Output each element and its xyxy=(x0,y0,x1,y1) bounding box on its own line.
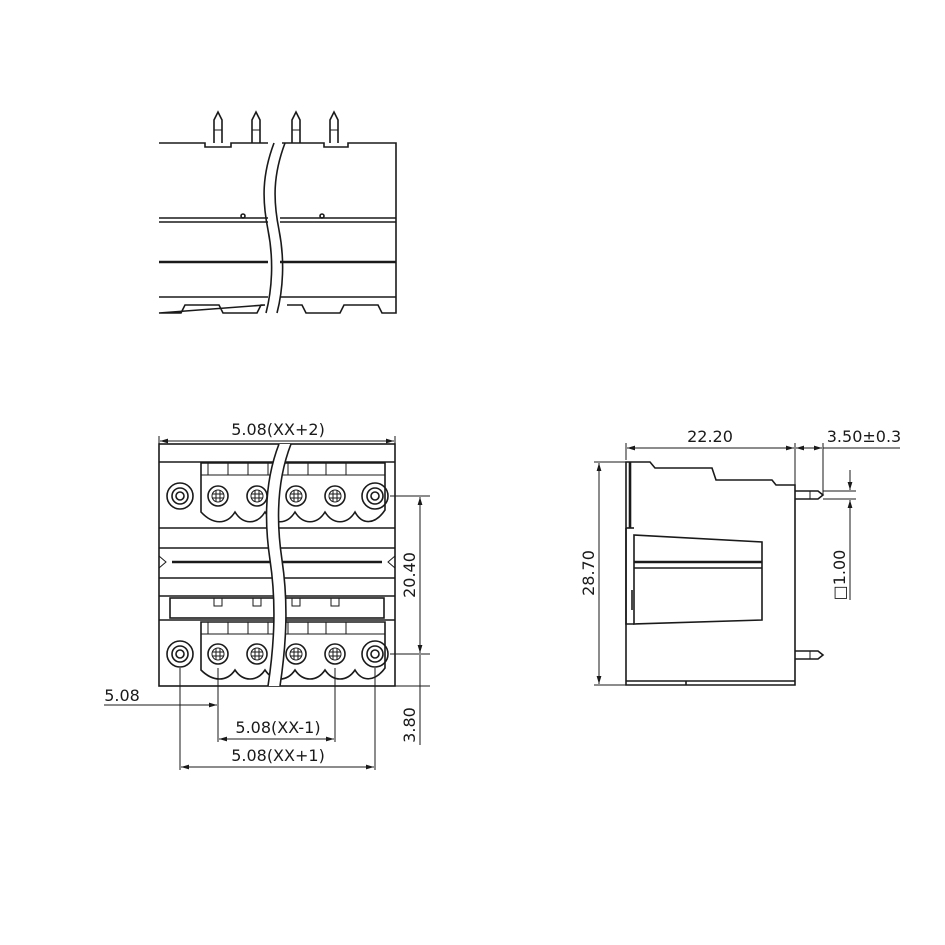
side-view: 22.20 3.50±0.3 28.70 □1.00 xyxy=(579,427,901,686)
side-body-outline xyxy=(625,461,796,686)
front-view: 5.08(XX+2) 20.40 3.80 5.08 5.08(XX-1) 5.… xyxy=(104,420,430,770)
side-pins xyxy=(795,490,825,660)
dim-pitch-span-plus1: 5.08(XX+1) xyxy=(231,746,325,765)
dim-total-height: 28.70 xyxy=(579,550,598,596)
top-break-line-right xyxy=(274,142,286,314)
screw-terminals xyxy=(207,485,346,665)
dim-pin-length: 3.50±0.3 xyxy=(827,427,901,446)
side-dimensions: 22.20 3.50±0.3 28.70 □1.00 xyxy=(579,427,901,686)
top-break-line-left xyxy=(263,142,275,314)
dim-height-20-40: 20.40 xyxy=(400,552,419,598)
dim-offset-3-80: 3.80 xyxy=(400,707,419,743)
dim-pin-square: □1.00 xyxy=(830,550,849,601)
front-break-line-left xyxy=(265,443,280,687)
front-dimensions: 5.08(XX+2) 20.40 3.80 5.08 5.08(XX-1) 5.… xyxy=(104,420,430,770)
dim-pitch-span-minus1: 5.08(XX-1) xyxy=(235,718,320,737)
dim-depth-22-20: 22.20 xyxy=(687,427,733,446)
upper-plug xyxy=(200,462,386,523)
top-view xyxy=(158,110,397,314)
front-break-line-right xyxy=(277,443,292,687)
dim-pitch: 5.08 xyxy=(104,686,140,705)
lower-plug xyxy=(200,621,386,680)
dim-pitch-span-plus2: 5.08(XX+2) xyxy=(231,420,325,439)
top-pins xyxy=(213,110,339,143)
top-body-outline xyxy=(158,142,397,314)
mounting-holes xyxy=(166,482,389,668)
